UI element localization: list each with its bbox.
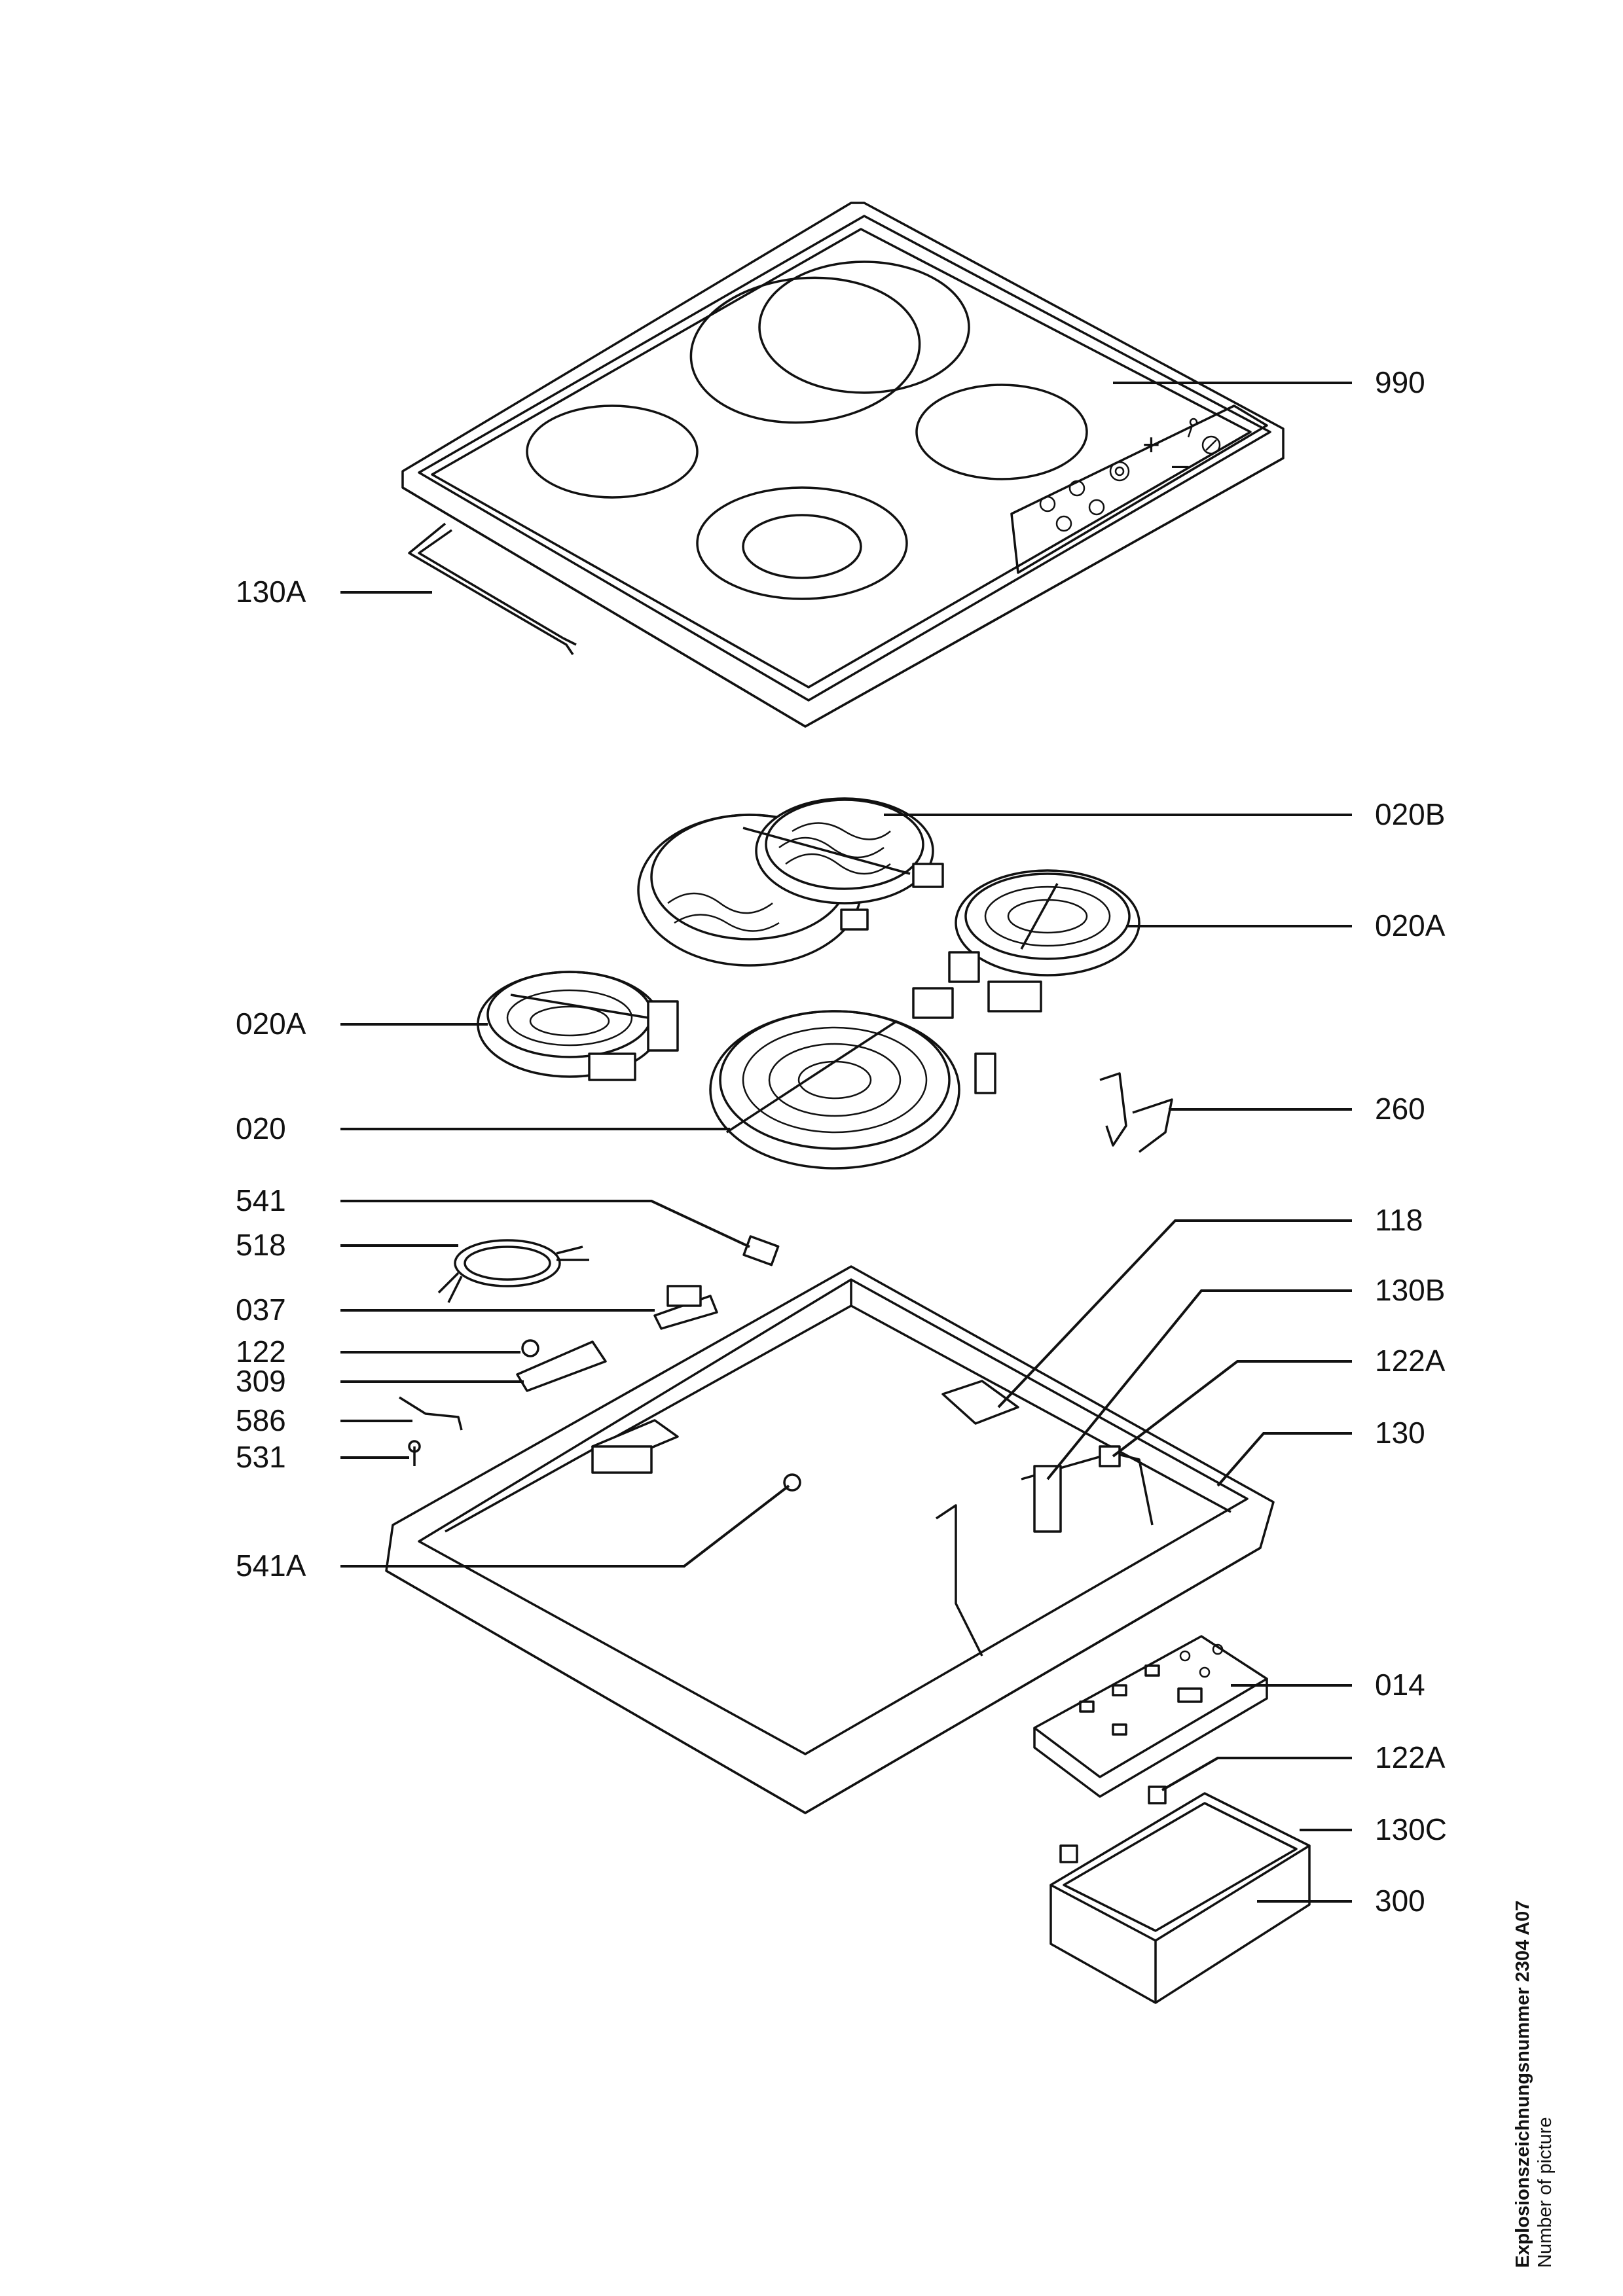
bracket-260	[1099, 1072, 1173, 1153]
callout-037: 037	[236, 1293, 286, 1327]
callout-130c: 130C	[1375, 1812, 1447, 1846]
callout-518: 518	[236, 1228, 286, 1262]
heating-element-020a-left	[477, 971, 679, 1081]
callout-labels: 990 130A 020B 020A 020A 260 020 541 518 …	[236, 365, 1447, 1918]
picture-number-label: Number of picture	[1535, 2117, 1556, 2269]
callout-531: 531	[236, 1440, 286, 1474]
callout-541a: 541A	[236, 1549, 306, 1583]
callout-130a: 130A	[236, 575, 306, 609]
leader-lines	[340, 382, 1352, 1903]
callout-130b: 130B	[1375, 1273, 1445, 1307]
callout-309: 309	[236, 1364, 286, 1398]
callout-020a-left: 020A	[236, 1007, 306, 1041]
callout-122: 122	[236, 1335, 286, 1369]
box-cover-300	[1049, 1792, 1311, 2004]
callout-122a-upper: 122A	[1375, 1344, 1446, 1378]
footer-labels: Explosionszeichnungsnummer 2304 A07 Numb…	[1512, 1901, 1556, 2268]
callout-020b: 020B	[1375, 797, 1445, 831]
callout-300: 300	[1375, 1884, 1425, 1918]
callout-541: 541	[236, 1183, 286, 1217]
heating-element-020	[709, 987, 996, 1170]
heating-element-020a-right	[948, 869, 1140, 1013]
callout-020: 020	[236, 1111, 286, 1145]
ceramic-hob-top	[401, 202, 1285, 728]
callout-118: 118	[1375, 1203, 1423, 1237]
callout-130: 130	[1375, 1416, 1425, 1450]
heating-element-020b	[637, 797, 944, 967]
drawing-number-label: Explosionszeichnungsnummer 2304 A07	[1512, 1901, 1533, 2268]
small-parts	[399, 1235, 780, 1466]
control-plus-symbol: +	[1142, 427, 1160, 461]
callout-990: 990	[1375, 365, 1425, 399]
callout-014: 014	[1375, 1668, 1425, 1702]
callout-020a-right: 020A	[1375, 908, 1446, 942]
callout-260: 260	[1375, 1092, 1425, 1126]
control-minus-symbol: –	[1172, 447, 1189, 481]
seal-strip-130a	[408, 522, 577, 655]
callout-586: 586	[236, 1403, 286, 1437]
housing-tray-130	[385, 1265, 1275, 1814]
callout-122a-lower: 122A	[1375, 1740, 1446, 1774]
control-pcb-014	[1033, 1635, 1268, 1798]
